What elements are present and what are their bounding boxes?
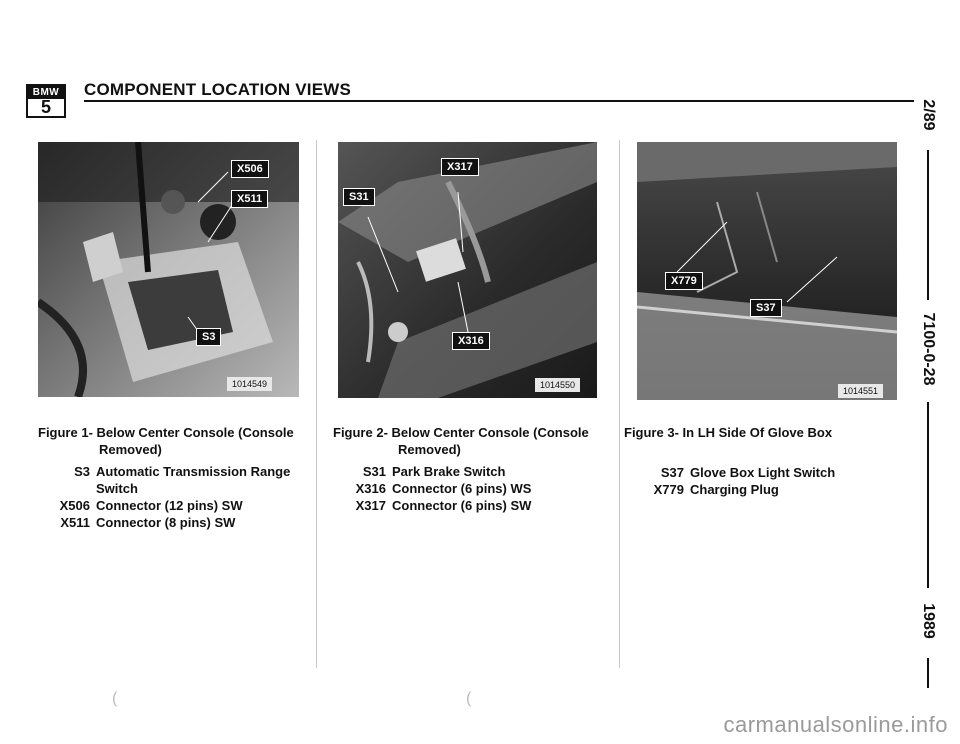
figure-1-caption: Figure 1- Below Center Console (Console …: [38, 424, 308, 458]
side-rule: [927, 658, 929, 688]
legend-text: Connector (8 pins) SW: [96, 515, 236, 530]
figure-3-caption: Figure 3- In LH Side Of Glove Box: [624, 424, 904, 441]
side-rule: [927, 150, 929, 300]
legend-text: Automatic Transmission Range: [96, 464, 291, 479]
figure-3-legend: S37 Glove Box Light Switch X779 Charging…: [640, 464, 836, 498]
callout-x316: X316: [452, 332, 490, 350]
legend-code: S31: [362, 464, 386, 479]
figure-1-photo: X506 X511 S3 1014549: [38, 142, 299, 397]
side-rule: [927, 402, 929, 588]
callout-x506: X506: [231, 160, 269, 178]
callout-x511: X511: [231, 190, 269, 208]
side-year: 1989: [920, 603, 937, 639]
side-date: 2/89: [920, 99, 937, 131]
legend-code: X506: [59, 498, 90, 513]
legend-row: S3 Automatic Transmission Range: [46, 463, 290, 480]
column-divider: [316, 140, 317, 668]
title-rule: [84, 100, 914, 102]
legend-row: X779 Charging Plug: [640, 481, 835, 498]
side-doc-number: 7100-0-28: [920, 312, 937, 386]
caption-line-1: Below Center Console (Console: [96, 425, 294, 440]
legend-code: X317: [355, 498, 386, 513]
legend-text: Park Brake Switch: [392, 464, 506, 479]
logo-brand: BMW: [28, 86, 64, 99]
caption-number: Figure 2-: [333, 425, 388, 440]
legend-text: Connector (6 pins) WS: [392, 481, 532, 496]
caption-number: Figure 1-: [38, 425, 93, 440]
figure-2-legend: S31 Park Brake Switch X316 Connector (6 …: [342, 463, 532, 514]
legend-row: S37 Glove Box Light Switch: [640, 464, 835, 481]
bmw-5-series-logo: BMW 5: [26, 84, 66, 118]
legend-code: X511: [60, 515, 90, 530]
legend-row: Switch: [46, 480, 290, 497]
caption-line-1: Below Center Console (Console: [391, 425, 589, 440]
callout-s3: S3: [196, 328, 222, 346]
legend-code: S3: [74, 464, 90, 479]
legend-text: Switch: [96, 481, 138, 496]
column-divider: [619, 140, 620, 668]
figure-2-caption: Figure 2- Below Center Console (Console …: [333, 424, 613, 458]
scan-mark: (: [466, 690, 472, 707]
legend-row: X317 Connector (6 pins) SW: [342, 497, 532, 514]
photo-id: 1014549: [227, 377, 273, 391]
photo-id: 1014550: [535, 378, 581, 392]
legend-text: Connector (12 pins) SW: [96, 498, 243, 513]
legend-text: Charging Plug: [690, 482, 779, 497]
legend-code: S37: [660, 465, 684, 480]
caption-line-2: Removed): [398, 442, 461, 457]
page-title: COMPONENT LOCATION VIEWS: [84, 80, 352, 99]
logo-series: 5: [40, 97, 51, 117]
legend-text: Connector (6 pins) SW: [392, 498, 532, 513]
photo-id: 1014551: [838, 384, 884, 398]
caption-number: Figure 3-: [624, 425, 679, 440]
legend-code: X779: [653, 482, 684, 497]
legend-row: X511 Connector (8 pins) SW: [46, 514, 290, 531]
callout-s37: S37: [750, 299, 782, 317]
callout-s31: S31: [343, 188, 375, 206]
legend-text: Glove Box Light Switch: [690, 465, 836, 480]
figure-3-photo: X779 S37 1014551: [637, 142, 897, 400]
scan-mark: (: [112, 690, 118, 707]
caption-line-1: In LH Side Of Glove Box: [682, 425, 833, 440]
legend-row: S31 Park Brake Switch: [342, 463, 531, 480]
watermark: carmanualsonline.info: [723, 712, 948, 737]
legend-row: X506 Connector (12 pins) SW: [46, 497, 290, 514]
figure-2-photo: X317 S31 X316 1014550: [338, 142, 597, 398]
callout-x317: X317: [441, 158, 479, 176]
figure-1-legend: S3 Automatic Transmission Range Switch X…: [46, 463, 291, 531]
legend-row: X316 Connector (6 pins) WS: [342, 480, 532, 497]
caption-line-2: Removed): [99, 442, 162, 457]
callout-x779: X779: [665, 272, 703, 290]
legend-code: X316: [355, 481, 386, 496]
